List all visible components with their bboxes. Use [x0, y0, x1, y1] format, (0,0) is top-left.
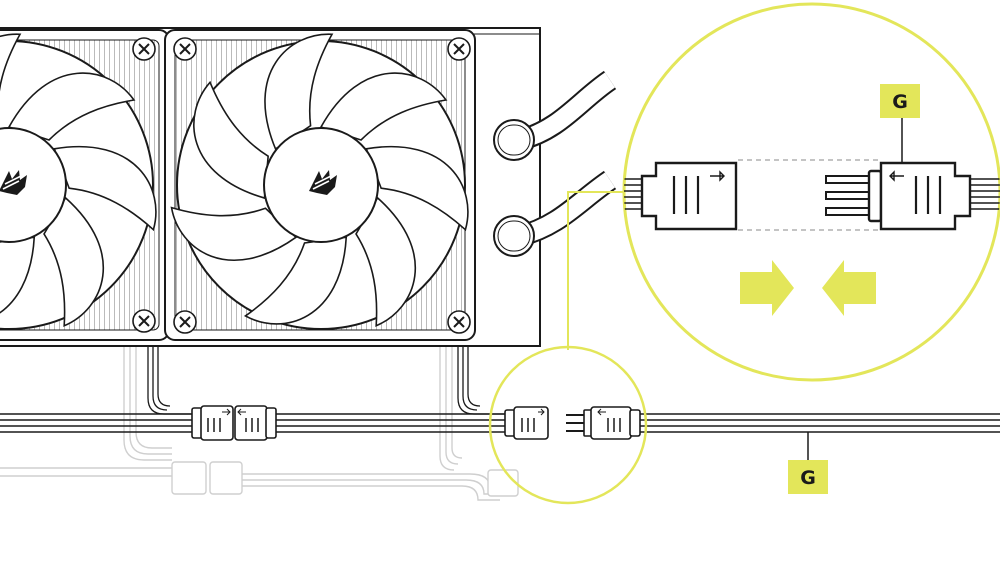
- magnified-connector-left: [640, 161, 738, 231]
- main-cable-bus: [0, 413, 1000, 433]
- fan2-cable-drop: [457, 345, 505, 415]
- fan-right: [159, 16, 488, 341]
- push-arrow-right-icon: [740, 260, 794, 316]
- screw-icon: [447, 310, 471, 334]
- callout-label-bottom-text: G: [800, 467, 816, 489]
- screw-icon: [132, 37, 156, 61]
- magnified-connector-right: [825, 161, 972, 231]
- separated-connector-pair: [504, 406, 641, 440]
- connected-connector-pair: [191, 405, 277, 441]
- callout-label-top: G: [880, 84, 920, 118]
- callout-label-bottom: G: [788, 432, 828, 494]
- screw-icon: [447, 37, 471, 61]
- fan1-cable-drop: [147, 345, 192, 415]
- callout-label-top-text: G: [892, 91, 908, 113]
- push-arrow-left-icon: [822, 260, 876, 316]
- callout-leader: [567, 191, 630, 350]
- faded-connector-pair: [171, 461, 519, 497]
- fan-left: [0, 16, 176, 341]
- tube-fittings: [493, 119, 535, 257]
- screw-icon: [132, 309, 156, 333]
- small-callout-circle: [488, 345, 648, 505]
- magnified-view: [622, 2, 1000, 382]
- screw-icon: [173, 37, 197, 61]
- screw-icon: [173, 310, 197, 334]
